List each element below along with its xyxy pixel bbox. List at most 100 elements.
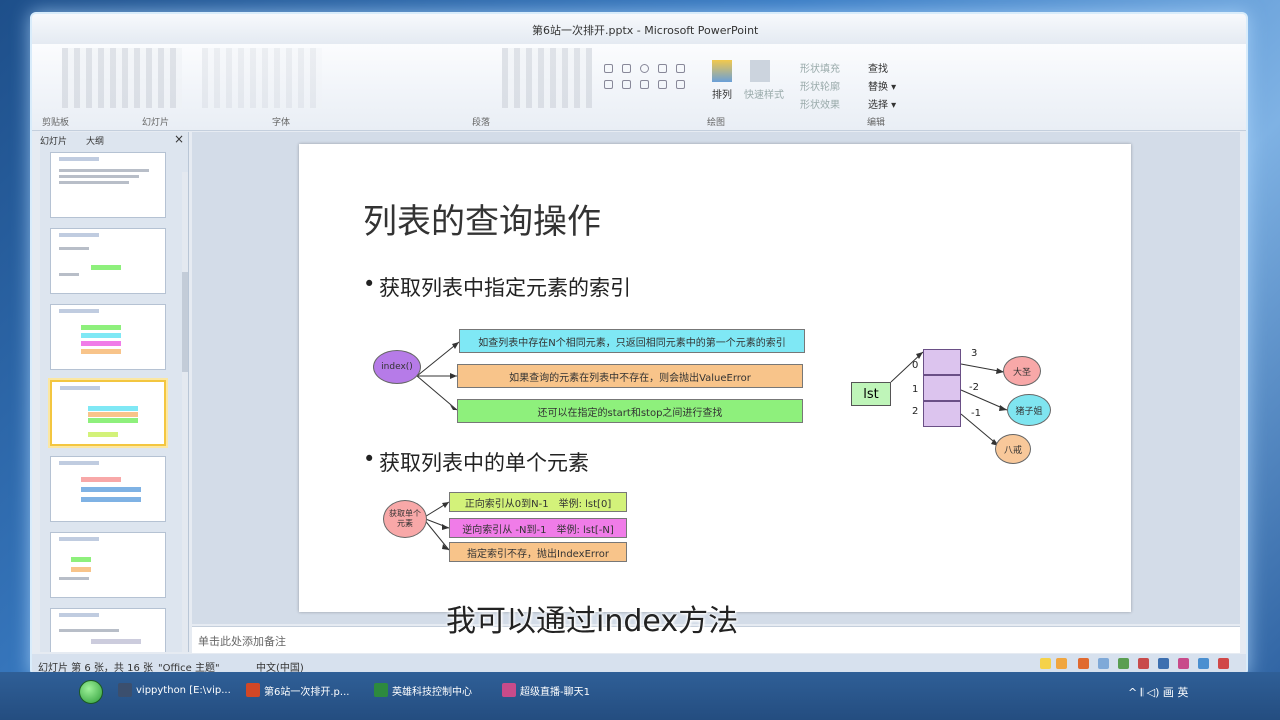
taskbar-item-powerpoint[interactable]: 第6站一次排开.p... bbox=[246, 677, 349, 703]
slide-thumbnail[interactable] bbox=[50, 532, 166, 598]
triangle-shape-icon[interactable] bbox=[604, 80, 613, 89]
control-center-icon bbox=[374, 683, 388, 697]
quick-styles-label[interactable]: 快速样式 bbox=[744, 90, 784, 101]
window-title: 第6站一次排开.pptx - Microsoft PowerPoint bbox=[532, 24, 759, 37]
arrange-label[interactable]: 排列 bbox=[712, 90, 732, 101]
info-box-negative-index: 逆向索引从 -N到-1 举例: lst[-N] bbox=[449, 518, 627, 538]
oval-shape-icon[interactable] bbox=[640, 64, 649, 73]
live-chat-icon bbox=[502, 683, 516, 697]
index-right: -1 bbox=[971, 408, 981, 419]
arrow-shape-icon[interactable] bbox=[676, 64, 685, 73]
notes-placeholder[interactable]: 单击此处添加备注 bbox=[198, 635, 286, 648]
ribbon-blur-paragraph bbox=[502, 48, 592, 108]
more-shapes-icon[interactable] bbox=[676, 80, 685, 89]
slide-thumbnail[interactable] bbox=[50, 304, 166, 370]
cloud-zhuzi: 猪子姐 bbox=[1007, 394, 1051, 426]
notes-pane[interactable]: 单击此处添加备注 bbox=[192, 626, 1240, 653]
index-right: 3 bbox=[971, 348, 978, 359]
normal-view-icon[interactable] bbox=[1040, 658, 1051, 669]
language-indicator[interactable]: 中文(中国) bbox=[256, 663, 304, 674]
shape-fill-button[interactable]: 形状填充 bbox=[800, 64, 840, 75]
find-button[interactable]: 查找 bbox=[868, 64, 888, 75]
index-right: -2 bbox=[969, 382, 979, 393]
brace-shape-icon[interactable] bbox=[640, 80, 649, 89]
pycharm-icon bbox=[118, 683, 132, 697]
pane-close-icon[interactable]: × bbox=[173, 132, 184, 146]
tray-tool-icon[interactable] bbox=[1138, 658, 1149, 669]
cloud-dasheng: 大圣 bbox=[1003, 356, 1041, 386]
pane-tabs: 幻灯片 大纲 × bbox=[40, 132, 188, 148]
video-subtitle: 我可以通过index方法 bbox=[446, 604, 739, 639]
index-left: 0 bbox=[912, 360, 919, 371]
arrow-shape-icon[interactable] bbox=[622, 80, 631, 89]
star-shape-icon[interactable] bbox=[658, 80, 667, 89]
thumbnails-scrollbar[interactable] bbox=[182, 172, 188, 652]
arrange-icon[interactable] bbox=[712, 60, 732, 82]
tray-tool-icon[interactable] bbox=[1158, 658, 1169, 669]
ribbon-group-clipboard: 剪贴板 bbox=[42, 118, 70, 128]
slide-count: 幻灯片 第 6 张，共 16 张 bbox=[38, 663, 153, 674]
tab-slides[interactable]: 幻灯片 bbox=[40, 137, 68, 147]
rect-shape-icon[interactable] bbox=[622, 64, 631, 73]
scrollbar-thumb[interactable] bbox=[182, 272, 188, 372]
reading-view-icon[interactable] bbox=[1078, 658, 1089, 669]
tray-tool-icon[interactable] bbox=[1218, 658, 1229, 669]
cloud-bajie: 八戒 bbox=[995, 434, 1031, 464]
slide-thumbnail[interactable] bbox=[50, 152, 166, 218]
slide-thumbnail[interactable] bbox=[50, 228, 166, 294]
slideshow-icon[interactable] bbox=[1098, 658, 1109, 669]
info-box-start-stop: 还可以在指定的start和stop之间进行查找 bbox=[457, 399, 803, 423]
info-box-positive-index: 正向索引从0到N-1 举例: lst[0] bbox=[449, 492, 627, 512]
tray-tool-icon[interactable] bbox=[1178, 658, 1189, 669]
taskbar-item-control-center[interactable]: 英雄科技控制中心 bbox=[374, 677, 472, 703]
slide-thumbnail[interactable] bbox=[50, 608, 166, 652]
slide-thumbnails bbox=[40, 152, 188, 652]
info-box-duplicate: 如查列表中存在N个相同元素，只返回相同元素中的第一个元素的索引 bbox=[459, 329, 805, 353]
ribbon: 排列 快速样式 形状填充 形状轮廓 形状效果 查找 替换 ▾ 选择 ▾ 剪贴板 … bbox=[32, 44, 1246, 131]
system-tray[interactable]: ^ 𝄃 ◁) 画 英 bbox=[1128, 686, 1189, 699]
taskbar-item-pycharm[interactable]: vippython [E:\vip... bbox=[118, 677, 231, 703]
ribbon-group-font: 字体 bbox=[272, 118, 291, 128]
tab-outline[interactable]: 大纲 bbox=[86, 137, 105, 147]
index-left: 1 bbox=[912, 384, 919, 395]
powerpoint-icon bbox=[246, 683, 260, 697]
current-slide[interactable]: 列表的查询操作 获取列表中指定元素的索引 bbox=[299, 144, 1131, 612]
ribbon-group-paragraph: 段落 bbox=[472, 118, 491, 128]
bullet-get-index[interactable]: 获取列表中指定元素的索引 bbox=[363, 272, 631, 302]
bullet-get-element[interactable]: 获取列表中的单个元素 bbox=[363, 447, 589, 477]
list-cell bbox=[923, 349, 961, 375]
theme-name: "Office 主题" bbox=[158, 663, 220, 674]
status-bar: 幻灯片 第 6 张，共 16 张 "Office 主题" 中文(中国) bbox=[32, 654, 1246, 674]
shape-effects-button[interactable]: 形状效果 bbox=[800, 100, 840, 111]
cloud-index: index() bbox=[373, 350, 421, 384]
connector-lines bbox=[416, 341, 1008, 551]
start-button-icon[interactable] bbox=[79, 680, 103, 704]
lst-box: lst bbox=[851, 382, 891, 406]
info-box-indexerror: 指定索引不存，抛出IndexError bbox=[449, 542, 627, 562]
zoom-icon[interactable] bbox=[1118, 658, 1129, 669]
cloud-get-element: 获取单个元素 bbox=[383, 500, 427, 538]
list-cell bbox=[923, 401, 961, 427]
line-shape-icon[interactable] bbox=[658, 64, 667, 73]
slide-thumbnail-selected[interactable] bbox=[50, 380, 166, 446]
slide-sorter-icon[interactable] bbox=[1056, 658, 1067, 669]
rect-shape-icon[interactable] bbox=[604, 64, 613, 73]
tray-tool-icon[interactable] bbox=[1198, 658, 1209, 669]
taskbar-item-label: 第6站一次排开.p... bbox=[264, 686, 350, 698]
taskbar-item-label: 超级直播-聊天1 bbox=[520, 686, 590, 698]
ribbon-group-slides: 幻灯片 bbox=[142, 118, 170, 128]
info-box-valueerror: 如果查询的元素在列表中不存在，则会抛出ValueError bbox=[457, 364, 803, 388]
select-button[interactable]: 选择 ▾ bbox=[868, 100, 897, 111]
quick-styles-icon[interactable] bbox=[750, 60, 770, 82]
shape-outline-button[interactable]: 形状轮廓 bbox=[800, 82, 840, 93]
taskbar-item-label: vippython [E:\vip... bbox=[136, 684, 231, 696]
taskbar-item-live-chat[interactable]: 超级直播-聊天1 bbox=[502, 677, 590, 703]
title-bar[interactable]: 第6站一次排开.pptx - Microsoft PowerPoint bbox=[32, 14, 1246, 44]
taskbar-item-label: 英雄科技控制中心 bbox=[392, 686, 472, 698]
replace-button[interactable]: 替换 ▾ bbox=[868, 82, 897, 93]
slide-thumbnail[interactable] bbox=[50, 456, 166, 522]
ribbon-group-editing: 编辑 bbox=[867, 118, 886, 128]
taskbar bbox=[0, 672, 1280, 720]
ribbon-blur-slides bbox=[202, 48, 322, 108]
slide-title[interactable]: 列表的查询操作 bbox=[363, 202, 601, 242]
